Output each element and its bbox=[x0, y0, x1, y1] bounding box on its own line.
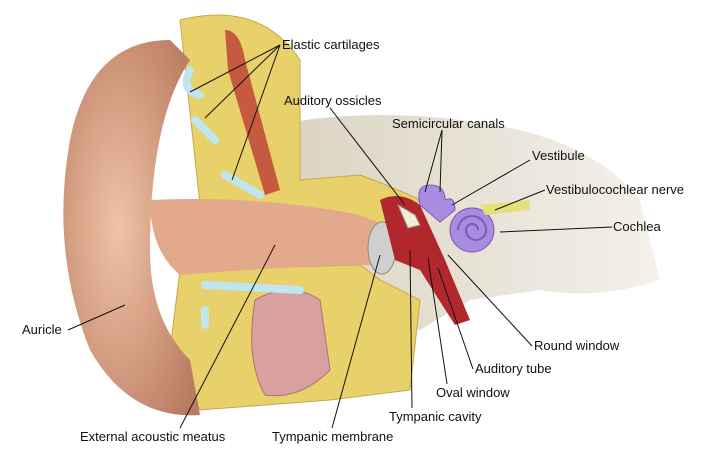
ear-canal bbox=[150, 199, 385, 275]
label-oval-window: Oval window bbox=[436, 385, 510, 400]
artery-strip bbox=[225, 30, 280, 195]
cochlea-shape bbox=[449, 207, 495, 253]
label-elastic-cartilages: Elastic cartilages bbox=[282, 37, 380, 52]
label-auditory-ossicles: Auditory ossicles bbox=[284, 93, 382, 108]
label-cochlea: Cochlea bbox=[613, 219, 661, 234]
semicircular-canals-shape bbox=[418, 184, 456, 223]
leader-lines bbox=[67, 44, 613, 429]
nerve-shape bbox=[480, 200, 530, 215]
ossicles-shape bbox=[396, 203, 421, 229]
label-semicircular-canals: Semicircular canals bbox=[392, 116, 505, 131]
label-vestibule: Vestibule bbox=[532, 148, 585, 163]
label-auricle: Auricle bbox=[22, 322, 62, 337]
label-external-acoustic-meatus: External acoustic meatus bbox=[80, 429, 226, 444]
auricle-shape bbox=[63, 40, 201, 416]
label-vestibulocochlear-nerve: Vestibulocochlear nerve bbox=[546, 182, 685, 197]
label-auditory-tube: Auditory tube bbox=[475, 361, 552, 376]
label-tympanic-cavity: Tympanic cavity bbox=[389, 409, 482, 424]
tympanic-cavity-shape bbox=[380, 196, 470, 325]
label-tympanic-membrane: Tympanic membrane bbox=[272, 429, 394, 444]
label-round-window: Round window bbox=[534, 338, 620, 353]
muscle-tissue bbox=[251, 289, 331, 397]
